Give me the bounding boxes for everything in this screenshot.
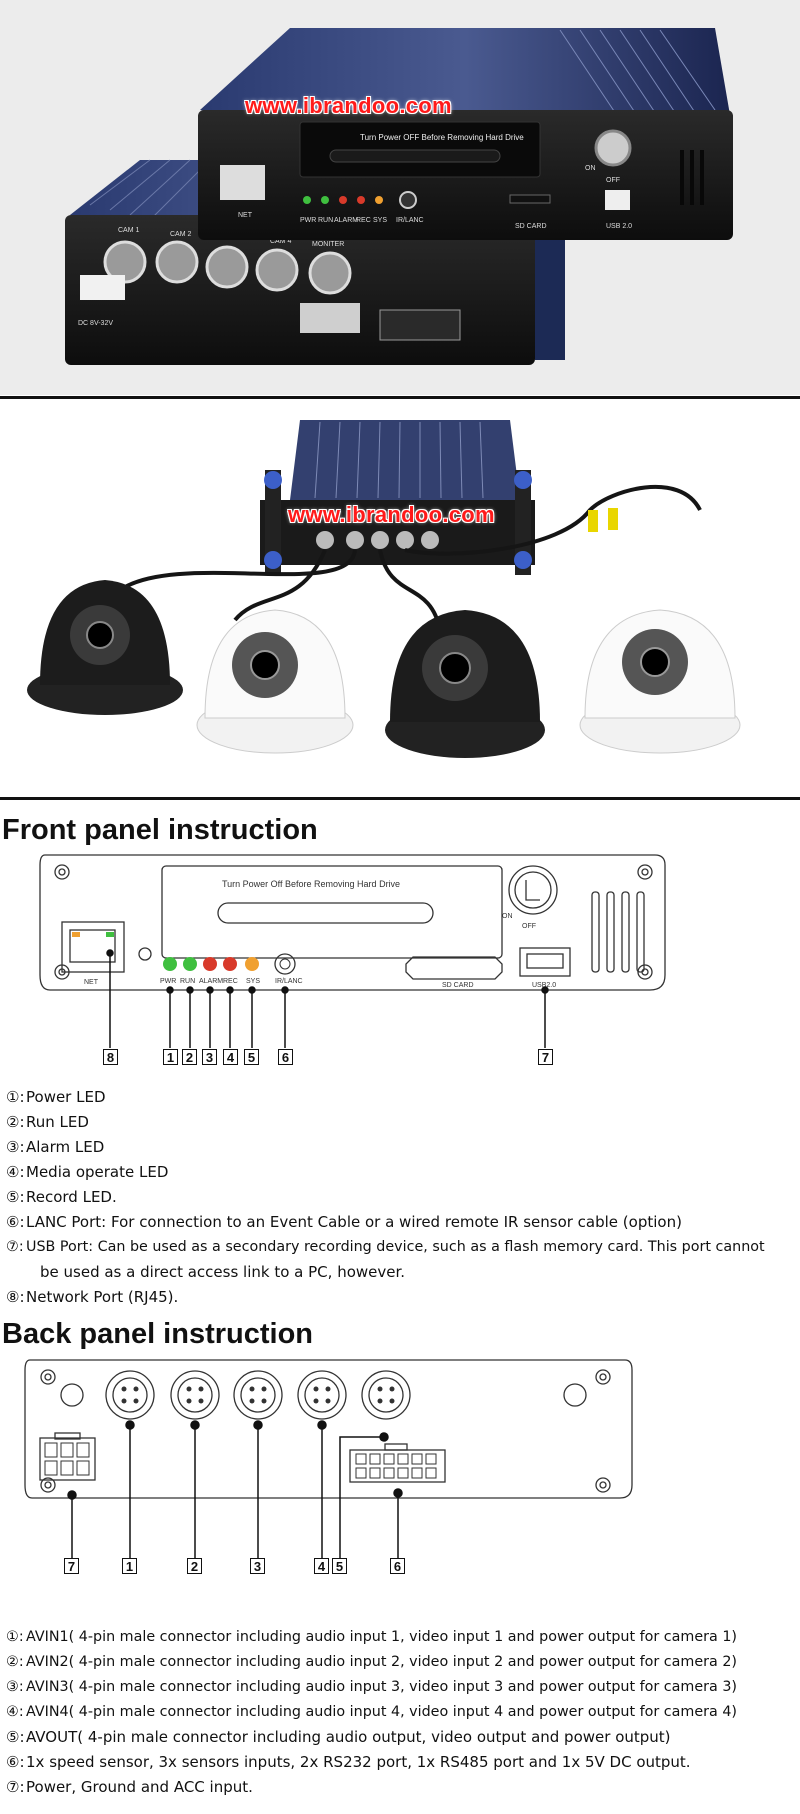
back-callout-4: 4 <box>314 1558 329 1574</box>
front-led-rec: REC <box>223 978 238 985</box>
led-label-alarm: ALARM <box>334 217 358 224</box>
back-item-3: ③:AVIN3( 4-pin male connector including … <box>6 1679 738 1695</box>
rj45-port <box>220 165 265 200</box>
cam2-label: CAM 2 <box>170 231 192 238</box>
sd-label: SD CARD <box>515 223 547 230</box>
cam4-label: CAM 4 <box>270 238 292 245</box>
net-label: NET <box>238 212 253 219</box>
front-panel-heading: Front panel instruction <box>2 814 318 846</box>
back-callout-1: 1 <box>122 1558 137 1574</box>
front-item-5: ⑤:Record LED. <box>6 1188 117 1206</box>
back-item-4: ④:AVIN4( 4-pin male connector including … <box>6 1704 738 1720</box>
front-callout-3: 3 <box>202 1049 217 1065</box>
status-leds <box>303 191 417 209</box>
front-item-8: ⑧:Network Port (RJ45). <box>6 1288 179 1306</box>
back-connectors <box>105 1370 411 1420</box>
camera-black-2 <box>385 610 545 758</box>
cam1-label: CAM 1 <box>118 227 140 234</box>
front-led-pwr: PWR <box>160 978 176 985</box>
front-callout-6: 6 <box>278 1049 293 1065</box>
front-callout-1: 1 <box>163 1049 178 1065</box>
sensor-port <box>300 303 360 333</box>
front-net-label: NET <box>84 979 99 986</box>
back-callout-6: 6 <box>390 1558 405 1574</box>
front-usb-label: USB2.0 <box>532 982 556 989</box>
led-label-rec: REC <box>356 217 371 224</box>
divider-1 <box>0 396 800 399</box>
front-item-6: ⑥:LANC Port: For connection to an Event … <box>6 1213 682 1231</box>
back-item-6: ⑥:1x speed sensor, 3x sensors inputs, 2x… <box>6 1753 691 1771</box>
front-item-2: ②:Run LED <box>6 1113 89 1131</box>
front-item-3: ③:Alarm LED <box>6 1138 105 1156</box>
product-photo-dvr: CAM 1 CAM 2 CAM 3 CAM 4 MONITER DC 8V-32… <box>0 0 800 395</box>
back-callout-7: 7 <box>64 1558 79 1574</box>
divider-2 <box>0 797 800 800</box>
front-sd-label: SD CARD <box>442 982 474 989</box>
led-label-lanc: IR/LANC <box>396 217 424 224</box>
back-item-5: ⑤:AVOUT( 4-pin male connector including … <box>6 1728 671 1746</box>
back-item-7: ⑦:Power, Ground and ACC input. <box>6 1778 253 1796</box>
dvr-with-cameras-illustration <box>27 420 741 758</box>
front-callout-4: 4 <box>223 1049 238 1065</box>
key-lock-icon <box>594 129 632 167</box>
usb-port <box>605 190 630 210</box>
back-callout-2: 2 <box>187 1558 202 1574</box>
front-callout-5: 5 <box>244 1049 259 1065</box>
back-item-2: ②:AVIN2( 4-pin male connector including … <box>6 1654 738 1670</box>
front-lanc-label: IR/LANC <box>275 978 303 985</box>
key-on-label: ON <box>585 165 596 172</box>
front-hdd-text: Turn Power Off Before Removing Hard Driv… <box>222 879 400 889</box>
power-connector <box>80 275 125 300</box>
front-callout-2: 2 <box>182 1049 197 1065</box>
led-label-run: RUN <box>318 217 333 224</box>
key-off-label: OFF <box>606 177 620 184</box>
front-leds <box>163 957 291 971</box>
usb-label: USB 2.0 <box>606 223 632 230</box>
back-panel-heading: Back panel instruction <box>2 1318 314 1350</box>
front-item-4: ④:Media operate LED <box>6 1163 169 1181</box>
led-label-sys: SYS <box>373 217 387 224</box>
front-callout-7: 7 <box>538 1049 553 1065</box>
back-item-1: ①:AVIN1( 4-pin male connector including … <box>6 1629 738 1645</box>
camera-connectors-back <box>103 240 352 295</box>
back-callout-5: 5 <box>332 1558 347 1574</box>
dvr-device-illustration: CAM 1 CAM 2 CAM 3 CAM 4 MONITER DC 8V-32… <box>65 28 733 365</box>
product-photo-cameras: www.ibrandoo.com <box>0 400 800 795</box>
camera-white-1 <box>196 609 354 754</box>
led-label-pwr: PWR <box>300 217 316 224</box>
power-voltage-label: DC 8V-32V <box>78 320 113 327</box>
front-led-run: RUN <box>180 978 195 985</box>
front-item-7: ⑦:USB Port: Can be used as a secondary r… <box>6 1239 765 1255</box>
watermark-1: www.ibrandoo.com <box>245 93 452 118</box>
camera-white-2 <box>579 609 741 754</box>
hdd-warning-text: Turn Power OFF Before Removing Hard Driv… <box>360 133 524 142</box>
front-panel-diagram: Turn Power Off Before Removing Hard Driv… <box>39 854 666 1048</box>
front-item-1: ①:Power LED <box>6 1088 106 1106</box>
back-callout-3: 3 <box>250 1558 265 1574</box>
front-off-label: OFF <box>522 923 536 930</box>
monitor-label: MONITER <box>312 241 344 248</box>
front-callout-8: 8 <box>103 1049 118 1065</box>
front-led-sys: SYS <box>246 978 260 985</box>
camera-black-1 <box>27 580 183 715</box>
front-item-7-continued: be used as a direct access link to a PC,… <box>40 1263 406 1281</box>
back-panel-diagram <box>24 1359 633 1558</box>
front-on-label: ON <box>502 913 513 920</box>
front-led-alarm: ALARM <box>199 978 223 985</box>
watermark-2: www.ibrandoo.com <box>288 502 495 527</box>
